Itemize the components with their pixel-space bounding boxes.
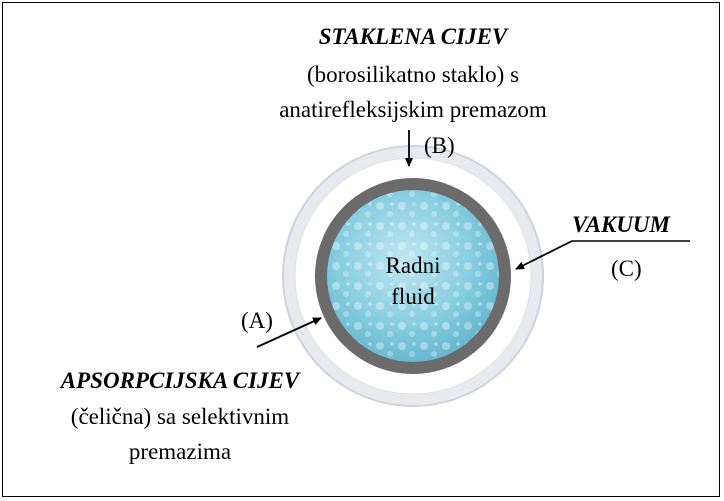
fluid-label-2: fluid: [391, 284, 435, 309]
glass-tube-desc-2: anatirefleksijskim premazom: [279, 97, 547, 122]
absorber-desc-1: (čelična) sa selektivnim: [70, 404, 290, 429]
vacuum-title: VAKUUM: [572, 212, 670, 237]
arrow-vacuum: [515, 240, 573, 270]
glass-tube-title: STAKLENA CIJEV: [318, 24, 508, 49]
arrow-absorber: [256, 317, 322, 348]
working-fluid-droplets: [327, 190, 499, 362]
fluid-label-1: Radni: [385, 253, 441, 278]
diagram-frame: [2, 2, 720, 497]
absorber-desc-2: premazima: [128, 439, 232, 464]
glass-tube-desc-1: (borosilikatno staklo) s: [306, 62, 520, 87]
absorber-title: APSORPCIJSKA CIJEV: [60, 368, 300, 393]
marker-a: (A): [241, 308, 273, 333]
marker-b: (B): [424, 133, 455, 158]
marker-c: (C): [611, 256, 642, 281]
